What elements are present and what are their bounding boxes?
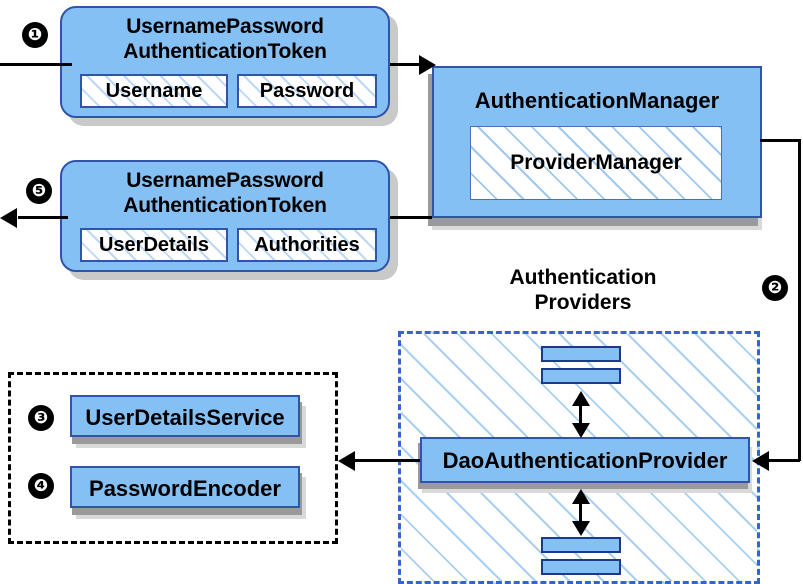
arrow-top-link-down-head — [572, 423, 590, 438]
connector-response-outbound — [18, 216, 68, 219]
arrow-dao-to-dependencies-head — [338, 451, 355, 471]
connector-request-to-manager — [390, 63, 422, 66]
step-marker-4: ❹ — [28, 473, 54, 499]
connector-into-dao-provider — [768, 459, 800, 462]
request-token-field-password: Password — [237, 74, 377, 108]
request-token-title-line1: UsernamePassword — [126, 15, 324, 38]
response-token-title-line1: UsernamePassword — [126, 169, 324, 192]
password-encoder-card: PasswordEncoder — [70, 466, 300, 508]
response-token-title-line2: AuthenticationToken — [123, 194, 327, 217]
other-provider-stripe-top-1 — [541, 346, 621, 362]
arrow-bottom-link-up-head — [572, 489, 590, 504]
dao-authentication-provider-label: DaoAuthenticationProvider — [442, 448, 728, 473]
step-marker-3: ❸ — [28, 405, 54, 431]
other-provider-stripe-bottom-2 — [541, 559, 621, 575]
request-token-field-username: Username — [80, 74, 228, 108]
response-token-title: UsernamePassword AuthenticationToken — [62, 168, 388, 218]
authentication-manager-card: AuthenticationManager ProviderManager — [432, 66, 762, 218]
password-encoder-label: PasswordEncoder — [89, 476, 281, 501]
response-token-card: UsernamePassword AuthenticationToken Use… — [60, 160, 390, 272]
authentication-providers-title-line1: Authentication — [509, 266, 657, 289]
authentication-providers-title: Authentication Providers — [468, 265, 698, 315]
arrow-bottom-link-down-head — [572, 521, 590, 536]
other-provider-stripe-top-2 — [541, 368, 621, 384]
user-details-service-label: UserDetailsService — [85, 405, 285, 430]
arrow-top-link-up-head — [572, 391, 590, 406]
dao-authentication-provider-card: DaoAuthenticationProvider — [420, 437, 750, 483]
other-provider-stripe-bottom-1 — [541, 537, 621, 553]
arrow-response-outbound-head — [0, 208, 17, 228]
connector-top-providers-link — [579, 395, 582, 430]
authentication-manager-title: AuthenticationManager — [474, 88, 720, 113]
arrow-request-to-manager-head — [419, 55, 436, 75]
step-marker-1: ❶ — [22, 22, 48, 48]
arrow-into-dao-provider-head — [752, 451, 769, 471]
request-token-title-line2: AuthenticationToken — [123, 40, 327, 63]
request-token-card: UsernamePassword AuthenticationToken Use… — [60, 6, 390, 118]
connector-manager-to-response — [390, 216, 432, 219]
request-token-title: UsernamePassword AuthenticationToken — [62, 14, 388, 64]
step-marker-2: ❷ — [762, 275, 788, 301]
response-token-field-authorities: Authorities — [237, 228, 377, 262]
connector-bottom-providers-link — [579, 493, 582, 528]
response-token-field-userdetails: UserDetails — [80, 228, 228, 262]
step-marker-5: ❺ — [26, 178, 52, 204]
authentication-providers-title-line2: Providers — [534, 291, 632, 314]
connector-inbound-request — [0, 63, 72, 66]
connector-manager-right-segment — [760, 139, 801, 142]
connector-dao-to-dependencies — [355, 459, 420, 462]
user-details-service-card: UserDetailsService — [70, 395, 300, 437]
connector-right-vertical-segment — [798, 139, 801, 461]
provider-manager-panel: ProviderManager — [470, 126, 722, 200]
